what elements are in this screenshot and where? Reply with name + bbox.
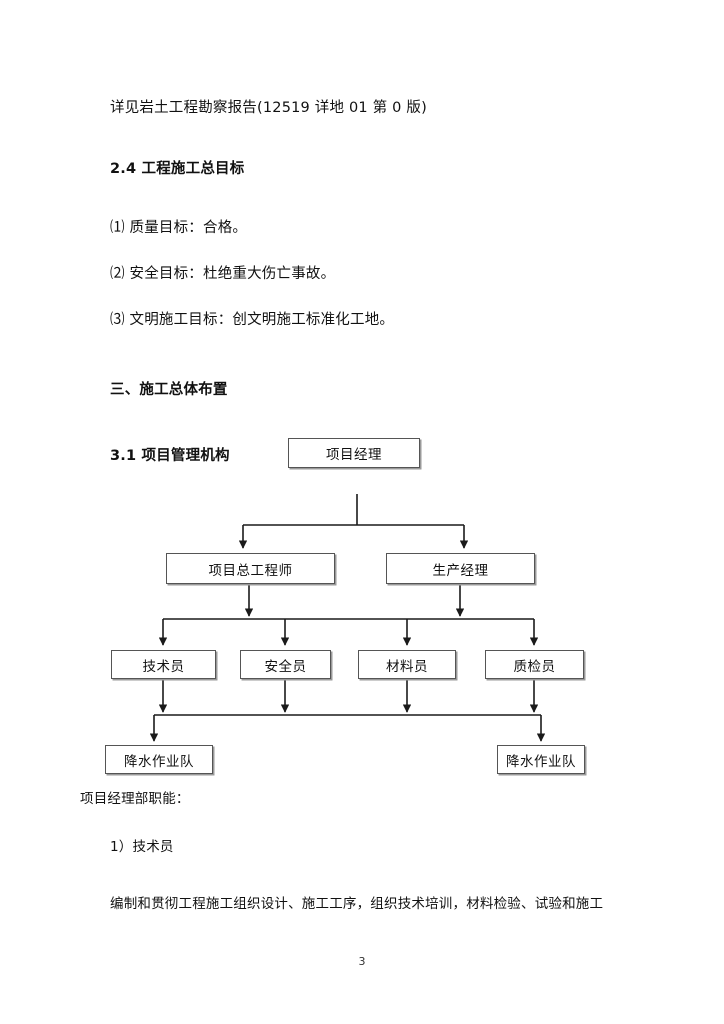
org-node-dewatering-team-left: 降水作业队: [105, 745, 213, 774]
duty-body-technician: 编制和贯彻工程施工组织设计、施工工序，组织技术培训，材料检验、试验和施工: [110, 896, 604, 912]
duty-item-technician: 1）技术员: [110, 839, 174, 855]
org-node-chief-engineer: 项目总工程师: [166, 553, 335, 584]
goal-item-safety: ⑵ 安全目标：杜绝重大伤亡事故。: [110, 266, 336, 282]
org-node-material-clerk: 材料员: [358, 650, 456, 679]
heading-3-1: 3.1 项目管理机构: [110, 448, 230, 464]
org-node-dewatering-team-right: 降水作业队: [497, 745, 585, 774]
heading-3: 三、施工总体布置: [110, 382, 228, 398]
org-node-project-manager: 项目经理: [288, 438, 420, 468]
goal-item-civilized-construction: ⑶ 文明施工目标：创文明施工标准化工地。: [110, 312, 395, 328]
org-node-production-manager: 生产经理: [386, 553, 535, 584]
goal-item-quality: ⑴ 质量目标：合格。: [110, 220, 248, 236]
org-node-technician: 技术员: [111, 650, 216, 679]
page-number: 3: [358, 955, 366, 968]
org-node-safety-officer: 安全员: [240, 650, 331, 679]
org-node-quality-inspector: 质检员: [485, 650, 584, 679]
heading-2-4: 2.4 工程施工总目标: [110, 161, 245, 177]
paragraph-geotech-report: 详见岩土工程勘察报告(12519 详地 01 第 0 版): [110, 100, 427, 116]
duties-title: 项目经理部职能：: [80, 791, 190, 807]
